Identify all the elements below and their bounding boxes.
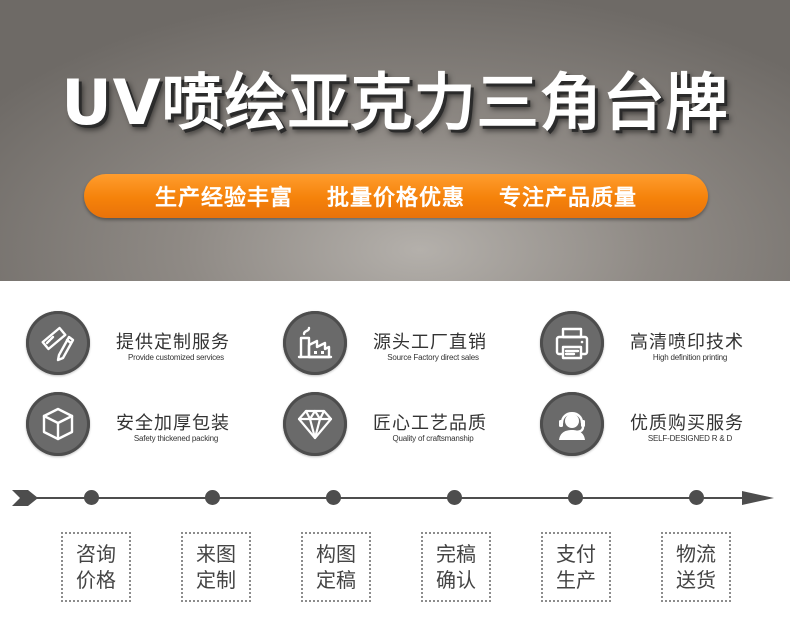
timeline-dot xyxy=(84,490,99,505)
feature-title: 安全加厚包装 xyxy=(116,413,230,434)
feature-title: 高清喷印技术 xyxy=(630,332,744,353)
step-label: 支付生产 xyxy=(556,542,596,592)
feature-safe-packing: 安全加厚包装 Safety thickened packing xyxy=(26,392,276,458)
factory-icon xyxy=(283,311,347,375)
hero-banner: UV喷绘亚克力三角台牌 生产经验丰富 批量价格优惠 专注产品质量 xyxy=(0,0,790,281)
slogan-quality: 专注产品质量 xyxy=(499,186,638,211)
slogan-pill: 生产经验丰富 批量价格优惠 专注产品质量 xyxy=(84,174,708,218)
page-title: UV喷绘亚克力三角台牌 xyxy=(61,66,729,139)
step-pay-produce: 支付生产 xyxy=(541,532,611,602)
feature-subtitle: Quality of craftsmanship xyxy=(392,434,474,443)
timeline-dot xyxy=(205,490,220,505)
box-icon xyxy=(26,392,90,456)
step-consult-price: 咨询价格 xyxy=(61,532,131,602)
feature-quality-service: 优质购买服务 SELF-DESIGNED R & D xyxy=(540,392,790,458)
feature-title: 匠心工艺品质 xyxy=(373,413,487,434)
diamond-icon xyxy=(283,392,347,456)
feature-subtitle: Provide customized services xyxy=(128,353,224,362)
step-delivery: 物流送货 xyxy=(661,532,731,602)
feature-hd-printing: 高清喷印技术 High definition printing xyxy=(540,311,790,377)
step-label: 来图定制 xyxy=(196,542,236,592)
step-label: 咨询价格 xyxy=(76,542,116,592)
feature-subtitle: High definition printing xyxy=(652,353,728,362)
feature-title: 提供定制服务 xyxy=(116,332,230,353)
feature-subtitle: Safety thickened packing xyxy=(133,434,219,443)
feature-custom-service: 提供定制服务 Provide customized services xyxy=(26,311,276,377)
slogan-experience: 生产经验丰富 xyxy=(154,186,293,211)
pencil-ruler-icon xyxy=(26,311,90,375)
step-label: 构图定稿 xyxy=(316,542,356,592)
step-custom-design: 来图定制 xyxy=(181,532,251,602)
headset-icon xyxy=(540,392,604,456)
feature-factory-direct: 源头工厂直销 Source Factory direct sales xyxy=(283,311,533,377)
arrow-right-icon xyxy=(742,491,774,505)
timeline-dot xyxy=(689,490,704,505)
slogan-price: 批量价格优惠 xyxy=(326,186,465,211)
step-confirm-draft: 完稿确认 xyxy=(421,532,491,602)
step-label: 完稿确认 xyxy=(436,542,476,592)
printer-icon xyxy=(540,311,604,375)
feature-title: 优质购买服务 xyxy=(630,413,744,434)
timeline-dot xyxy=(326,490,341,505)
feature-subtitle: Source Factory direct sales xyxy=(387,353,479,362)
process-timeline xyxy=(0,480,790,516)
timeline-tail-icon xyxy=(12,490,38,506)
step-finalize-layout: 构图定稿 xyxy=(301,532,371,602)
step-label: 物流送货 xyxy=(676,542,716,592)
feature-subtitle: SELF-DESIGNED R & D xyxy=(647,434,733,443)
feature-title: 源头工厂直销 xyxy=(373,332,487,353)
timeline-line xyxy=(34,497,754,499)
feature-craftsmanship: 匠心工艺品质 Quality of craftsmanship xyxy=(283,392,533,458)
timeline-dot xyxy=(568,490,583,505)
timeline-dot xyxy=(447,490,462,505)
